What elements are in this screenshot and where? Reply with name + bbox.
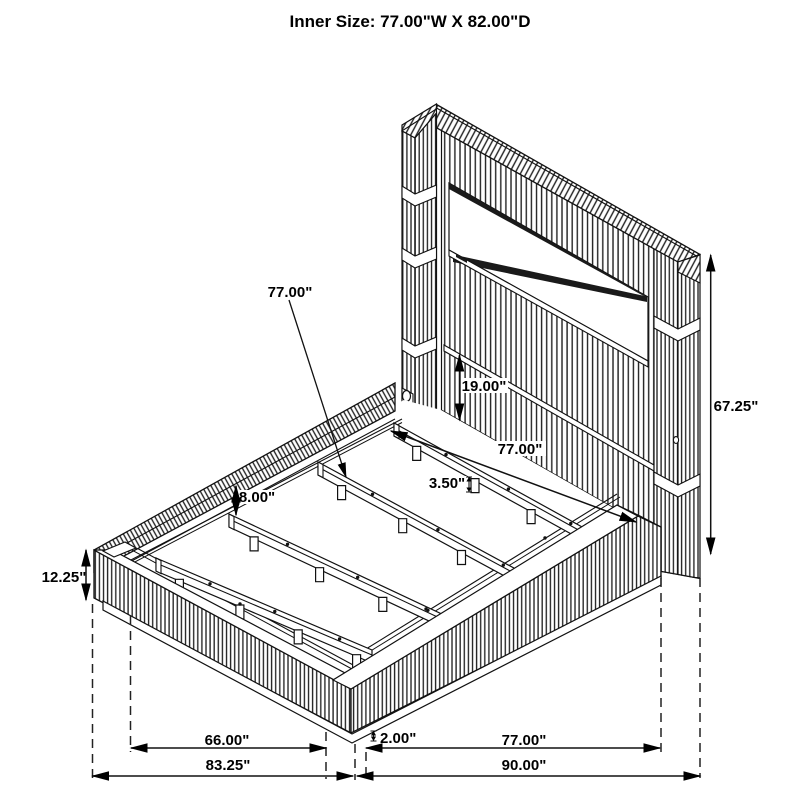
svg-text:77.00": 77.00" (502, 732, 547, 749)
svg-text:19.00": 19.00" (462, 378, 507, 395)
svg-text:8.00": 8.00" (239, 489, 275, 506)
svg-text:66.00": 66.00" (205, 732, 250, 749)
svg-text:Inner Size: 77.00"W X 82.00"D: Inner Size: 77.00"W X 82.00"D (290, 12, 531, 31)
svg-text:90.00": 90.00" (502, 757, 547, 774)
svg-text:67.25": 67.25" (714, 398, 759, 415)
svg-text:3.50": 3.50" (429, 475, 465, 492)
svg-text:77.00": 77.00" (268, 284, 313, 301)
svg-text:12.25": 12.25" (42, 569, 87, 586)
svg-text:2.00": 2.00" (380, 730, 416, 747)
svg-text:83.25": 83.25" (206, 757, 251, 774)
svg-text:77.00": 77.00" (498, 441, 543, 458)
